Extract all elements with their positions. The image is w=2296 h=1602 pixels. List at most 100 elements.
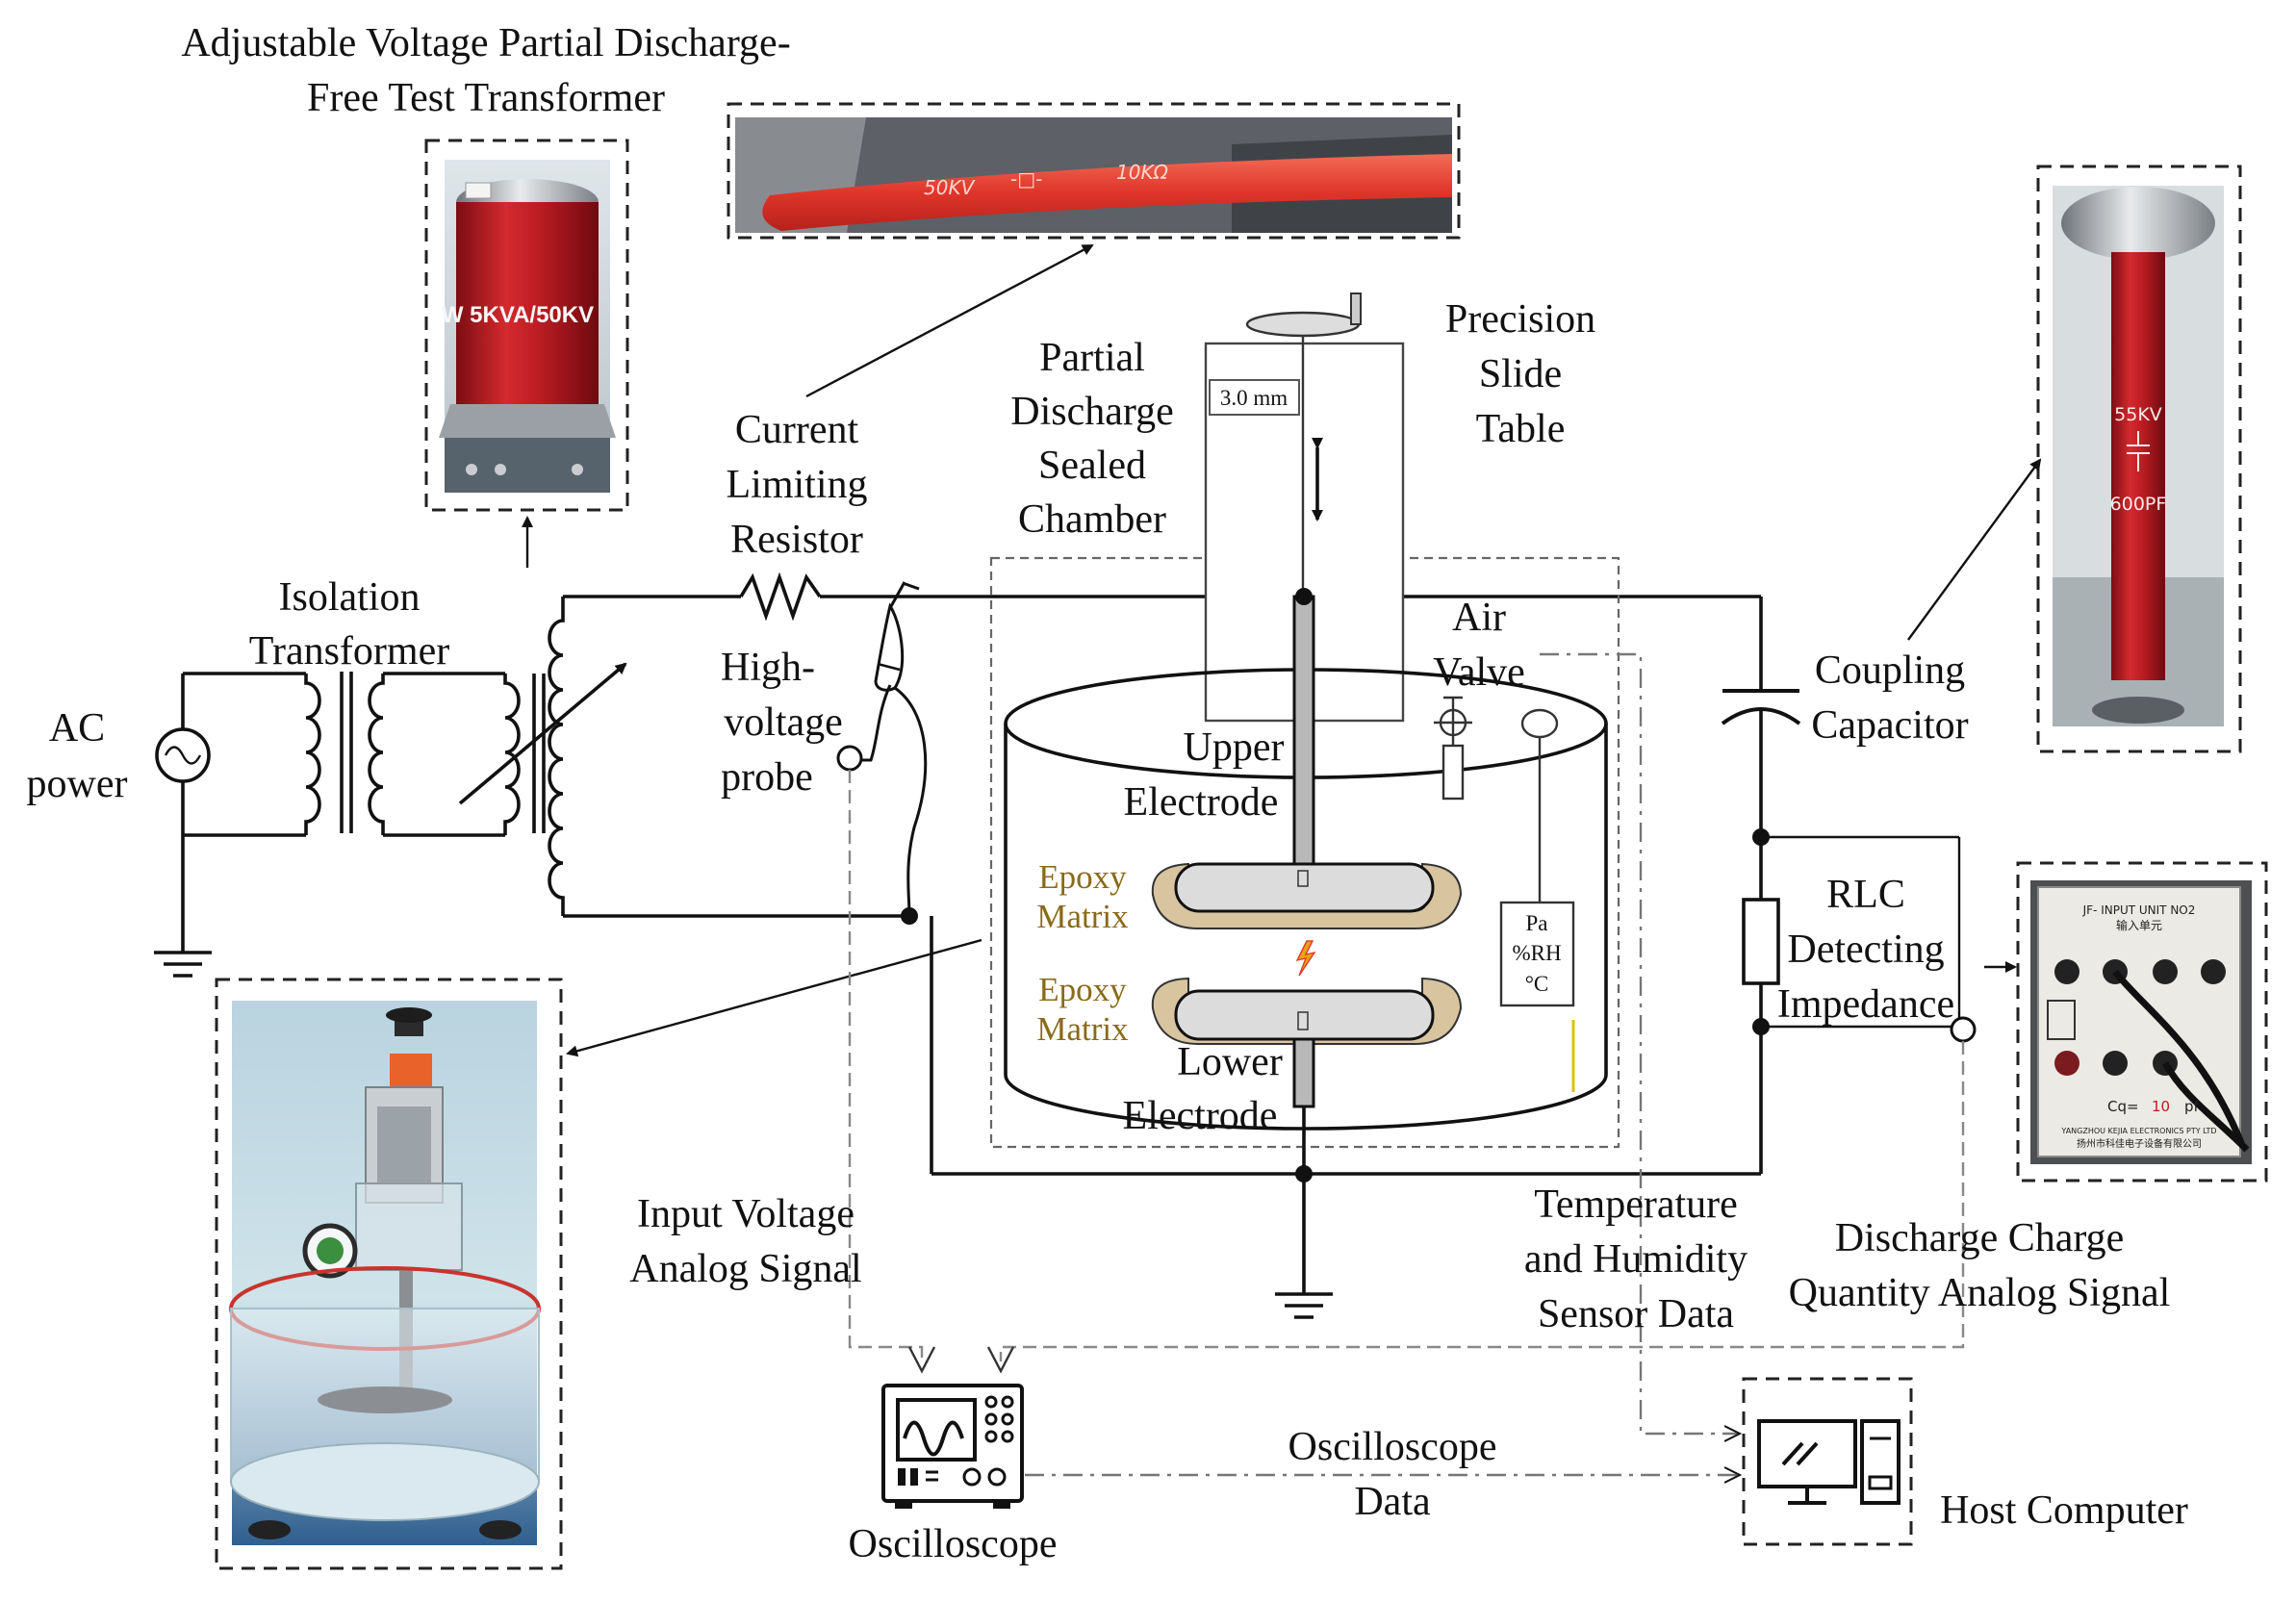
resistor-label-line1: Current	[735, 408, 859, 452]
oscilloscope-input-arrow	[907, 1346, 936, 1374]
chamber-label-line3: Sealed	[1038, 444, 1146, 488]
probe-label-line1: High-	[721, 646, 815, 690]
cq-capacitor-block	[2047, 1000, 2076, 1040]
chamber-cylinder	[1004, 724, 1608, 1131]
sensor-data-line	[1540, 652, 1740, 1434]
transformer-sticker	[465, 182, 492, 199]
transformer-base-ring	[439, 404, 616, 438]
ground-icon	[154, 951, 212, 978]
discharge-signal-label-line1: Discharge Charge	[1835, 1216, 2125, 1260]
transformer-photo: W 5KVA/50KV	[424, 139, 629, 512]
rlc-label-line2: Detecting	[1787, 928, 1944, 972]
host-computer-label: Host Computer	[1940, 1488, 2188, 1533]
chamber-label-line2: Discharge	[1010, 390, 1174, 434]
pressure-gauge-display	[317, 1237, 344, 1264]
input-voltage-signal-line	[848, 770, 924, 1361]
isolation-primary-coil	[304, 674, 321, 835]
chamber-foot	[248, 1520, 291, 1539]
air-valve-label-line2: Valve	[1433, 650, 1525, 695]
resistor-symbol-marking: -□-	[1010, 167, 1042, 191]
isolation-transformer-label-line1: Isolation	[279, 575, 421, 620]
lower-electrode-tip	[1297, 1011, 1309, 1030]
rlc-output-terminal	[1950, 1016, 1977, 1043]
current-limiting-resistor-icon	[739, 572, 822, 622]
host-computer-frame	[1742, 1377, 1913, 1546]
upper-electrode-label-line2: Electrode	[1124, 780, 1279, 825]
rlc-label-line3: Impedance	[1777, 982, 1954, 1027]
host-computer-icon	[1757, 1419, 1901, 1505]
sensor-c-label: °C	[1525, 972, 1549, 996]
ac-sine-glyph	[164, 746, 202, 765]
slide-handwheel-handle	[1350, 292, 1362, 325]
calibration-input-connector	[2054, 959, 2079, 984]
slide-label-line1: Precision	[1445, 297, 1595, 342]
lower-electrode-disk	[1174, 989, 1435, 1041]
center-tap-connector	[2103, 1051, 2128, 1076]
ground-icon	[1275, 1292, 1333, 1319]
input-voltage-label-line1: Input Voltage	[637, 1192, 855, 1236]
air-valve-label-line1: Air	[1452, 596, 1506, 640]
oscilloscope-icon	[881, 1384, 1024, 1509]
coupling-capacitor-label-line2: Capacitor	[1811, 703, 1968, 748]
junction-dot	[1295, 1165, 1313, 1182]
hv-transformer-secondary-coil	[548, 597, 565, 916]
discharge-signal-label-line2: Quantity Analog Signal	[1789, 1271, 2171, 1315]
cq-value: 10	[2152, 1098, 2170, 1115]
oscilloscope-data-label-line1: Oscilloscope	[1288, 1425, 1497, 1469]
transformer-terminal	[572, 464, 583, 475]
upper-electrode-tip	[1297, 870, 1309, 887]
chamber-label-line1: Partial	[1039, 336, 1145, 380]
oscilloscope-data-label-line2: Data	[1354, 1480, 1431, 1524]
ac-power-label-line2: power	[27, 762, 128, 806]
discharge-signal-line	[999, 1041, 1965, 1361]
input-unit-photo-frame	[2016, 861, 2268, 1182]
lower-electrode-rod	[1292, 1037, 1315, 1108]
rlc-label-line1: RLC	[1826, 873, 1905, 917]
upper-electrode-disk	[1174, 862, 1435, 913]
transformer-terminal	[495, 464, 506, 475]
probe-label-line2: voltage	[724, 700, 843, 745]
capacitor-top-cap	[2061, 187, 2215, 260]
slide-handwheel	[1245, 311, 1361, 338]
sensor-port-icon	[1520, 708, 1559, 739]
transformer-photo-title-line1: Adjustable Voltage Partial Discharge-	[181, 21, 790, 65]
resistor-voltage-marking: 50KV	[924, 176, 976, 199]
lower-electrode-label-line1: Lower	[1177, 1040, 1283, 1084]
sensor-rh-label: %RH	[1512, 941, 1561, 965]
capacitor-voltage-marking: 55KV	[2114, 404, 2162, 425]
transformer-photo-frame	[424, 139, 629, 512]
variable-tap-arrow	[458, 662, 627, 805]
resistor-label-line3: Resistor	[730, 518, 863, 562]
isolation-transformer-label-line2: Transformer	[249, 629, 449, 674]
chamber-label-line4: Chamber	[1018, 497, 1166, 542]
input-unit-cable	[2112, 969, 2246, 1147]
slide-knob-top	[386, 1007, 432, 1023]
cq-unit: pf	[2184, 1098, 2200, 1115]
upper-electrode-label-line1: Upper	[1184, 725, 1285, 770]
resistor-label-line2: Limiting	[727, 463, 868, 507]
slide-orange-block	[390, 1054, 432, 1086]
sensor-data-label-line1: Temperature	[1534, 1182, 1738, 1227]
slide-table-rail	[377, 1106, 431, 1183]
epoxy-lower-label-line1: Epoxy	[1038, 971, 1127, 1008]
coupling-capacitor-label-line1: Coupling	[1815, 648, 1965, 693]
discharge-spark-icon	[1295, 940, 1316, 977]
upper-electrode-rod	[1292, 595, 1315, 866]
transformer-red-cylinder	[456, 202, 599, 404]
probe-label-line3: probe	[721, 755, 813, 800]
transformer-photo-title-line2: Free Test Transformer	[307, 76, 665, 120]
oscilloscope-label: Oscilloscope	[849, 1522, 1058, 1566]
acrylic-bracket	[355, 1182, 463, 1271]
capacitor-base	[2092, 697, 2184, 724]
primary-end-connector	[2201, 959, 2226, 984]
variac-primary-coil	[503, 674, 521, 835]
slide-label-line2: Slide	[1479, 352, 1562, 396]
slide-readout: 3.0 mm	[1220, 386, 1288, 410]
input-unit-cable	[2161, 1061, 2250, 1153]
input-voltage-label-line2: Analog Signal	[629, 1247, 861, 1291]
capacitor-value-marking: 600PF	[2110, 494, 2167, 515]
chamber-foot	[479, 1520, 522, 1539]
epoxy-upper-label-line1: Epoxy	[1038, 858, 1127, 896]
air-valve-icon	[1434, 696, 1472, 801]
